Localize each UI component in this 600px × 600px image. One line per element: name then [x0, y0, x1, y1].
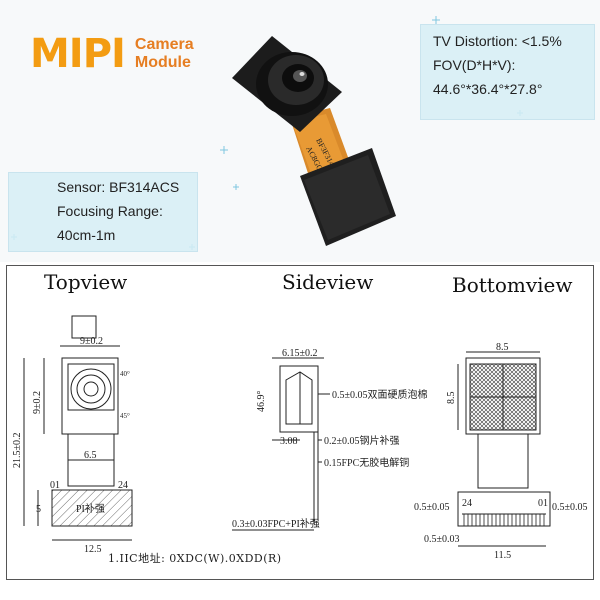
- side-dim-base: 3.08: [280, 436, 298, 447]
- side-note-steel: 0.2±0.05钢片补强: [324, 434, 400, 447]
- side-note-fpc: 0.15FPC无胶电解铜: [324, 456, 409, 469]
- angle-label-1: 40°: [120, 370, 130, 378]
- sensor-model: Sensor: BF314ACS: [57, 179, 180, 195]
- bottom-base-left: 0.5±0.03: [424, 534, 460, 545]
- bottom-pin-left: 24: [462, 498, 472, 509]
- brand-subtitle: Camera Module: [135, 36, 194, 72]
- spec-panel-sensor: Sensor: BF314ACS Focusing Range: 40cm-1m: [8, 172, 198, 252]
- fov-value: 44.6°*36.4°*27.8°: [433, 81, 543, 97]
- brand-subtitle-line1: Camera: [134, 36, 194, 53]
- sideview-drawing: [232, 357, 330, 531]
- top-pin-right: 24: [118, 480, 128, 491]
- side-angle: 46.9°: [256, 391, 267, 413]
- dim-fpc-width: 6.5: [84, 450, 97, 461]
- side-note-pi: 0.3±0.03FPC+PI补强: [232, 517, 320, 530]
- brand-title: MIPI: [30, 31, 126, 77]
- fov-label: FOV(D*H*V):: [433, 57, 516, 73]
- camera-module-image: BF3F314 AC8GC: [11, 16, 523, 250]
- side-note-foam: 0.5±0.05双面硬质泡棉: [332, 388, 428, 401]
- product-banner: MIPI Camera Module BF3F314 AC8GC: [0, 0, 600, 262]
- dim-total-length: 21.5±0.2: [12, 433, 23, 469]
- stiffener-label: PI补强: [76, 502, 105, 515]
- bottom-pad-left: 0.5±0.05: [414, 502, 450, 513]
- topview-title: Topview: [44, 270, 128, 294]
- focus-range-value: 40cm-1m: [57, 227, 116, 243]
- lens-barrel: [256, 52, 328, 116]
- footer-note: 1.IIC地址: 0XDC(W).0XDD(R): [108, 552, 282, 565]
- bottomview-drawing: [457, 351, 551, 547]
- side-dim-top: 6.15±0.2: [282, 348, 318, 359]
- focus-range-label: Focusing Range:: [57, 203, 163, 219]
- bottomview-title: Bottomview: [452, 273, 573, 297]
- bottom-base-width: 11.5: [494, 550, 511, 561]
- dim-top-height: 9±0.2: [32, 391, 43, 414]
- spec-panel-optics: TV Distortion: <1.5% FOV(D*H*V): 44.6°*3…: [420, 24, 595, 120]
- angle-label-2: 45°: [120, 412, 130, 420]
- top-pin-left: 01: [50, 480, 60, 491]
- dim-top-width: 9±0.2: [80, 336, 103, 347]
- bottom-pin-right: 01: [538, 498, 548, 509]
- sideview-title: Sideview: [282, 270, 374, 294]
- brand-logo: MIPI Camera Module: [30, 34, 194, 74]
- brand-subtitle-line2: Module: [134, 54, 191, 71]
- dim-base-width: 12.5: [84, 544, 102, 555]
- bottom-dim-height: 8.5: [446, 392, 457, 405]
- bottom-pads: [463, 514, 545, 526]
- topview-drawing: [23, 315, 133, 541]
- bottom-dim-width: 8.5: [496, 342, 509, 353]
- tv-distortion: TV Distortion: <1.5%: [433, 33, 562, 49]
- bottom-pad-right: 0.5±0.05: [552, 502, 588, 513]
- dim-stiffener-height: 5: [36, 504, 41, 515]
